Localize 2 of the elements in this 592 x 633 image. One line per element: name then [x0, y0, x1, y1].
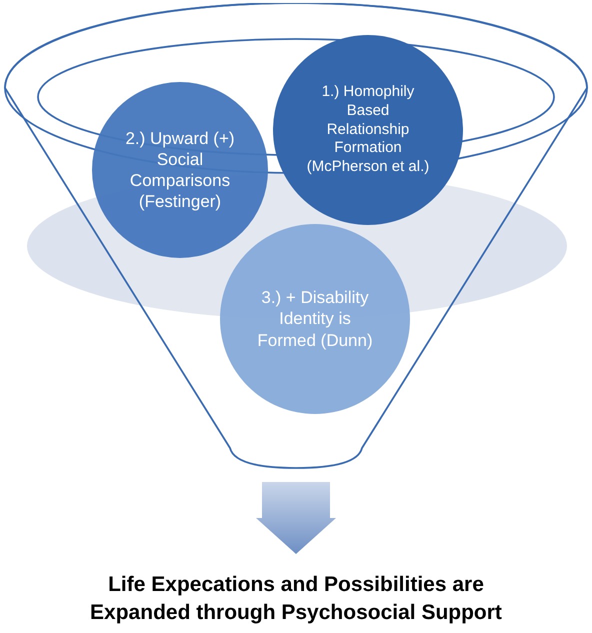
conclusion-text: Life Expecations and Possibilities are Expanded through Psychosocial Support — [89, 572, 503, 626]
block-arrow — [256, 482, 336, 554]
